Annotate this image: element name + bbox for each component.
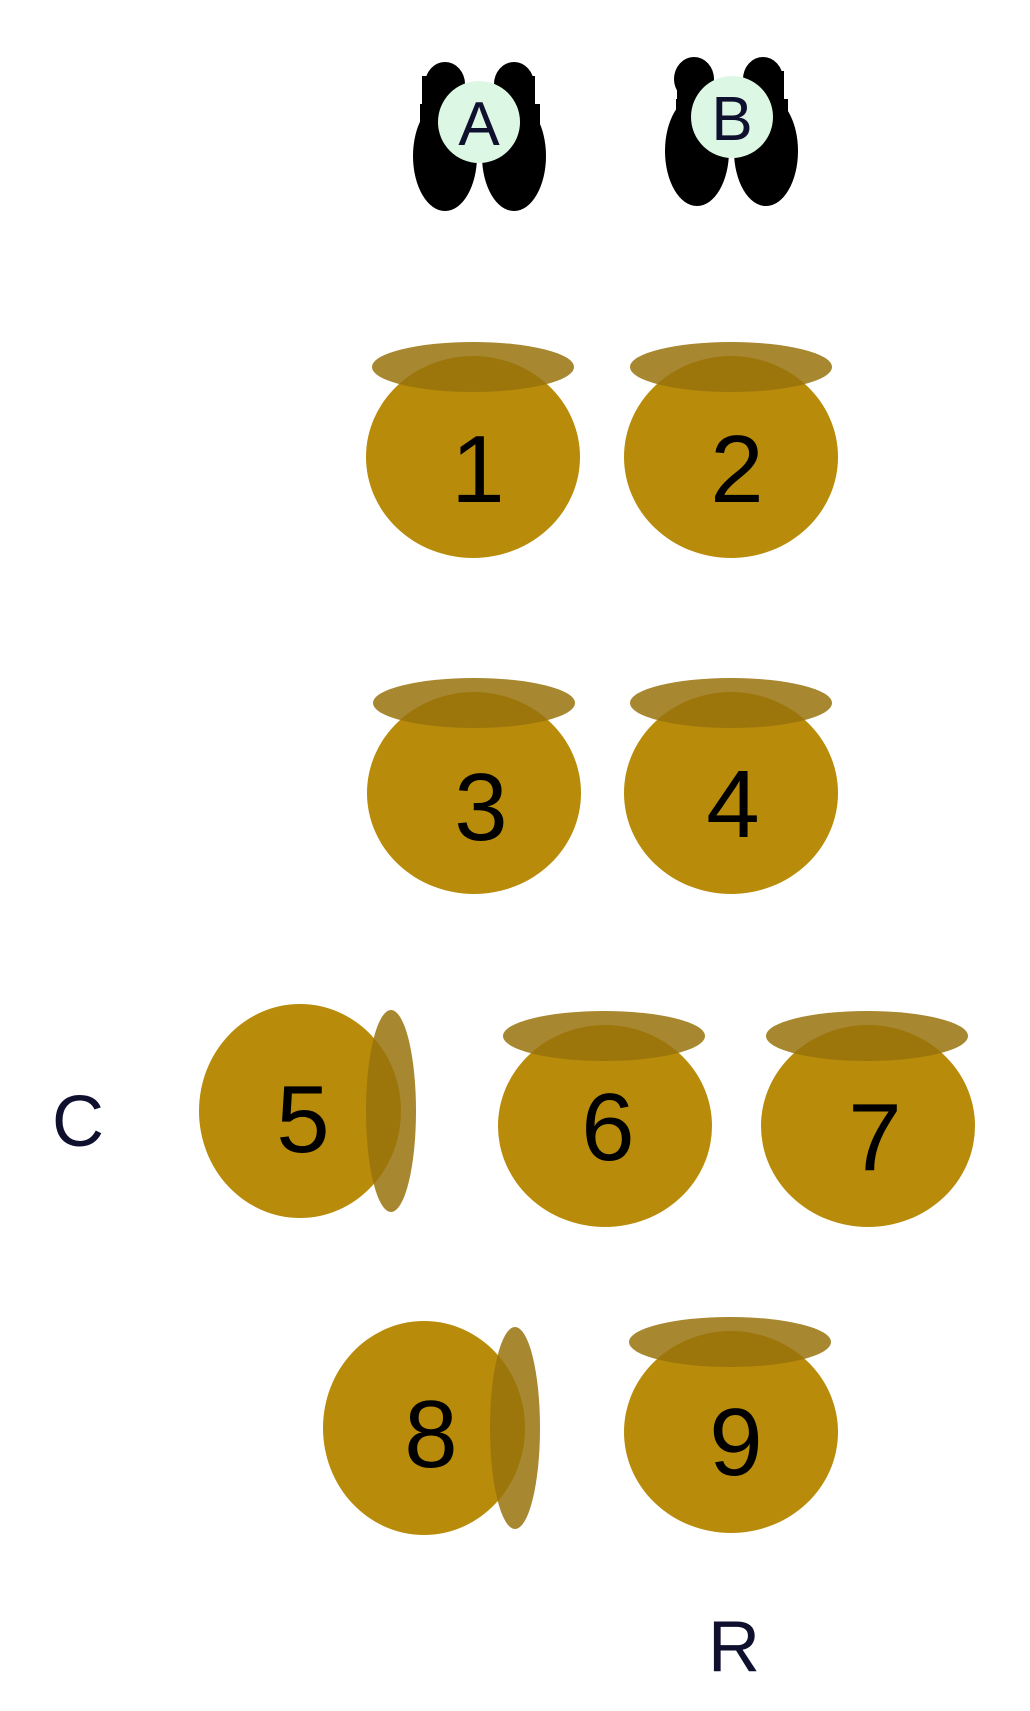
- seat-9: 9: [624, 1317, 838, 1533]
- seat-1: 1: [366, 342, 580, 558]
- seat-number: 6: [581, 1074, 634, 1181]
- seat-6: 6: [498, 1011, 712, 1227]
- seat-5: 5: [199, 1004, 416, 1218]
- marker-b: [691, 76, 773, 158]
- seat-8: 8: [323, 1321, 540, 1535]
- seat-body: [323, 1321, 525, 1535]
- seat-number: 8: [404, 1381, 457, 1488]
- seat-backrest: [630, 678, 832, 728]
- seat-body: [624, 692, 838, 894]
- seat-body: [624, 1331, 838, 1533]
- seat-4: 4: [624, 678, 838, 894]
- seat-number: 1: [451, 416, 504, 523]
- seat-number: 3: [454, 754, 507, 861]
- seat-backrest: [766, 1011, 968, 1061]
- seat-2: 2: [624, 342, 838, 558]
- seat-body: [366, 356, 580, 558]
- seat-3: 3: [367, 678, 581, 894]
- seat-body: [761, 1025, 975, 1227]
- seat-body: [624, 356, 838, 558]
- marker-a: [438, 81, 520, 163]
- person-label: B: [711, 85, 752, 154]
- seat-7: 7: [761, 1011, 975, 1227]
- seat-number: 5: [276, 1066, 329, 1173]
- person-label: A: [458, 90, 500, 159]
- seat-number: 4: [706, 751, 759, 858]
- seat-backrest: [503, 1011, 705, 1061]
- seat-backrest: [490, 1327, 540, 1529]
- seat-body: [367, 692, 581, 894]
- label-r: R: [708, 1607, 760, 1687]
- seat-backrest: [372, 342, 574, 392]
- seat-number: 2: [710, 416, 763, 523]
- seat-backrest: [373, 678, 575, 728]
- person-a: A: [413, 62, 546, 211]
- seat-number: 7: [848, 1084, 901, 1191]
- label-c: C: [52, 1082, 104, 1162]
- seat-body: [199, 1004, 401, 1218]
- seat-backrest: [629, 1317, 831, 1367]
- seat-body: [498, 1025, 712, 1227]
- person-b: B: [665, 57, 798, 206]
- seat-backrest: [630, 342, 832, 392]
- seat-number: 9: [709, 1389, 762, 1496]
- seat-backrest: [366, 1010, 416, 1212]
